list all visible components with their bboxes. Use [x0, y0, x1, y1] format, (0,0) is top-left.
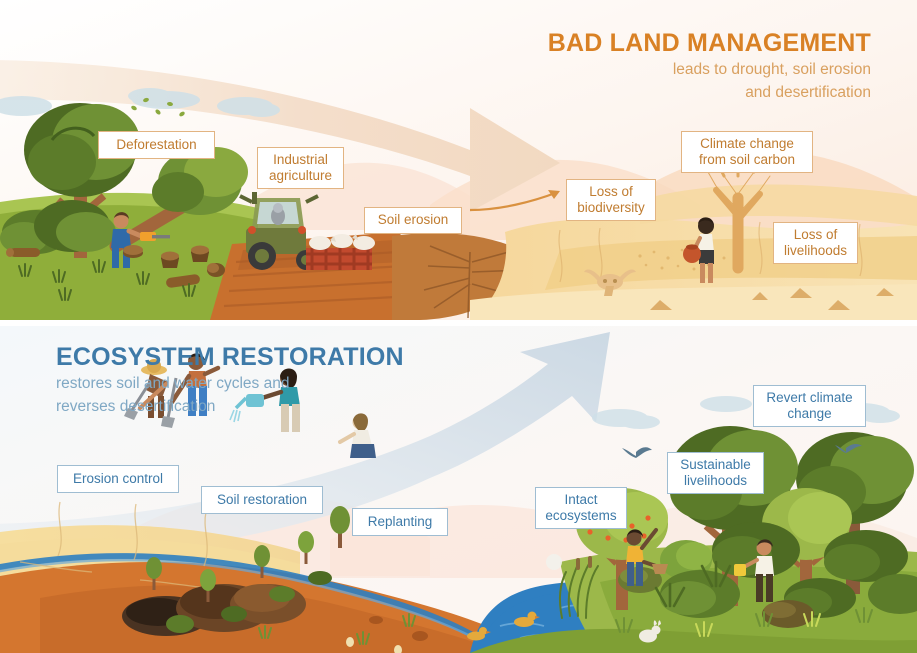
birds	[622, 443, 862, 458]
animal-skull	[584, 269, 636, 296]
compost-mounds	[122, 584, 306, 636]
shrub-cluster-left	[0, 200, 116, 254]
saplings	[146, 506, 350, 633]
callout-label-bad-1[interactable]: Deforestation	[98, 131, 215, 159]
person-with-pot	[683, 217, 714, 283]
bad-land-subtitle-line1: leads to drought, soil erosion	[672, 61, 871, 78]
bad-land-subtitle-line2: and desertification	[745, 84, 871, 102]
bad-land-heading-block: BAD LAND MANAGEMENT leads to drought, so…	[548, 30, 871, 103]
ducks	[467, 611, 540, 641]
callout-label-good-4[interactable]: Intact ecosystems	[535, 487, 627, 529]
cracked-earth-lines	[423, 245, 523, 319]
grass-tufts	[18, 259, 196, 301]
restoration-subtitle-line2: reverses desertification	[56, 398, 216, 416]
ground-detail-left	[258, 613, 428, 653]
callout-label-bad-5[interactable]: Climate change from soil carbon	[681, 131, 813, 173]
person-harvesting	[626, 528, 668, 586]
worker-watering	[229, 368, 300, 432]
tractor-figure	[239, 192, 319, 270]
rabbit	[639, 620, 661, 643]
callout-label-good-5[interactable]: Sustainable livelihoods	[667, 452, 764, 494]
logger-figure	[111, 212, 170, 268]
erosion-rills	[19, 501, 211, 589]
cattail-heads	[576, 556, 592, 570]
callout-label-good-2[interactable]: Soil restoration	[201, 486, 323, 514]
bushes	[660, 522, 917, 618]
cloud-shapes	[0, 88, 280, 117]
worker-digging	[124, 359, 168, 420]
callout-label-bad-2[interactable]: Industrial agriculture	[257, 147, 344, 189]
restoration-subtitle-line1: restores soil and water cycles and	[56, 375, 290, 392]
worker-shovel	[161, 353, 221, 428]
callout-label-bad-4[interactable]: Loss of biodiversity	[566, 179, 656, 221]
worker-planting	[338, 413, 376, 458]
livestock-trailer	[306, 234, 375, 270]
callout-label-good-1[interactable]: Erosion control	[57, 465, 179, 493]
callout-label-good-3[interactable]: Replanting	[352, 508, 448, 536]
callout-label-bad-6[interactable]: Loss of livelihoods	[773, 222, 858, 264]
dry-shrubs	[650, 288, 894, 310]
restoration-title: ECOSYSTEM RESTORATION	[56, 343, 404, 371]
leaf-debris	[131, 97, 185, 117]
stumps-and-logs	[6, 245, 225, 288]
grass-clumps-right	[615, 560, 873, 637]
felled-tree	[109, 147, 248, 253]
restoration-heading-block: ECOSYSTEM RESTORATION restores soil and …	[56, 344, 404, 417]
bad-land-title: BAD LAND MANAGEMENT	[547, 29, 871, 57]
callout-label-good-6[interactable]: Revert climate change	[753, 385, 866, 427]
person-tending	[734, 539, 774, 602]
connector-arrow-warm	[469, 190, 560, 212]
callout-label-bad-3[interactable]: Soil erosion	[364, 207, 462, 234]
